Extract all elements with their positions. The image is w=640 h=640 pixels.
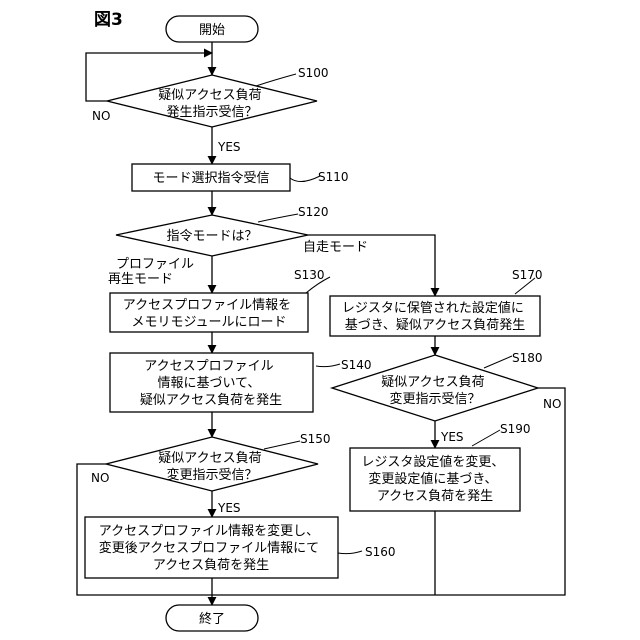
s110-text: モード選択指令受信 <box>152 171 269 186</box>
s130-line-2: メモリモジュールにロード <box>131 315 286 330</box>
self-mode-label: 自走モード <box>303 240 368 255</box>
s180-no-label: NO <box>543 397 561 411</box>
s160-line-3: アクセス負荷を発生 <box>153 558 269 573</box>
process-s110: モード選択指令受信 <box>132 164 290 191</box>
s190-line-2: 変更設定値に基づき、 <box>368 471 497 487</box>
end-label: 終了 <box>199 611 225 627</box>
s120-text: 指令モードは？ <box>166 229 257 244</box>
decision-s100: 疑似アクセス負荷 発生指示受信？ <box>107 75 317 127</box>
s170-line-1: レジスタに保管された設定値に <box>342 300 524 316</box>
figure-label: 図3 <box>94 10 123 30</box>
s130-line-1: アクセスプロファイル情報を <box>123 298 291 313</box>
step-label-s190: S190 <box>500 422 531 436</box>
step-label-s150: S150 <box>300 432 331 446</box>
s170-line-2: 基づき、疑似アクセス負荷発生 <box>345 317 525 333</box>
s180-yes-label: YES <box>440 430 464 444</box>
step-label-s180: S180 <box>512 351 543 365</box>
s150-line-2: 変更指示受信？ <box>166 467 257 483</box>
s140-line-1: アクセスプロファイル <box>144 359 273 374</box>
step-label-s140: S140 <box>341 358 372 372</box>
step-label-s170: S170 <box>512 268 543 282</box>
process-s170: レジスタに保管された設定値に 基づき、疑似アクセス負荷発生 <box>330 296 540 336</box>
decision-s150: 疑似アクセス負荷 変更指示受信？ <box>106 437 318 491</box>
decision-s120: 指令モードは？ <box>116 215 308 256</box>
s100-no-label: NO <box>92 109 110 123</box>
step-label-s120: S120 <box>298 205 329 219</box>
profile-mode-label-1: プロファイル <box>116 257 194 272</box>
svg-text:プロファイル 再生モード: プロファイル 再生モード <box>108 257 198 287</box>
s190-line-1: レジスタ設定値を変更、 <box>361 454 504 470</box>
svg-text:レジスタ設定値を変更、 変更設定値に基づき、: レジスタ設定値を変更、 変更設定値に基づき、 アクセス負荷を発生 <box>361 454 508 504</box>
process-s160: アクセスプロファイル情報を変更し、 変更後アクセスプロファイル情報にて アクセス… <box>85 517 338 578</box>
s190-line-3: アクセス負荷を発生 <box>377 489 493 504</box>
step-label-s100: S100 <box>298 66 329 80</box>
s140-line-3: 疑似アクセス負荷を発生 <box>140 392 282 408</box>
s150-line-1: 疑似アクセス負荷 <box>158 450 261 466</box>
s150-yes-label: YES <box>217 501 241 515</box>
process-s190: レジスタ設定値を変更、 変更設定値に基づき、 アクセス負荷を発生 <box>350 448 520 511</box>
start-label: 開始 <box>199 23 225 38</box>
s180-line-1: 疑似アクセス負荷 <box>381 374 484 390</box>
s100-line-1: 疑似アクセス負荷 <box>158 87 261 103</box>
process-s140: アクセスプロファイル 情報に基づいて、 疑似アクセス負荷を発生 <box>110 353 313 412</box>
step-label-s160: S160 <box>365 545 396 559</box>
s160-line-1: アクセスプロファイル情報を変更し、 <box>99 523 319 539</box>
s150-no-label: NO <box>91 471 109 485</box>
step-label-s110: S110 <box>318 170 349 184</box>
profile-mode-label-2: 再生モード <box>108 272 173 287</box>
s180-line-2: 変更指示受信？ <box>389 391 480 407</box>
s100-yes-label: YES <box>217 140 241 154</box>
process-s130: アクセスプロファイル情報を メモリモジュールにロード <box>110 293 308 332</box>
s100-line-2: 発生指示受信？ <box>166 105 257 120</box>
step-label-s130: S130 <box>294 268 325 282</box>
end-terminal: 終了 <box>166 605 258 631</box>
start-terminal: 開始 <box>166 16 258 42</box>
svg-text:アクセスプロファイル 情報に基づいて、: アクセスプロファイル 情報に基づいて、 疑似アクセス負荷を発生 <box>140 359 282 408</box>
s140-line-2: 情報に基づいて、 <box>157 376 260 391</box>
s160-line-2: 変更後アクセスプロファイル情報にて <box>99 540 319 556</box>
